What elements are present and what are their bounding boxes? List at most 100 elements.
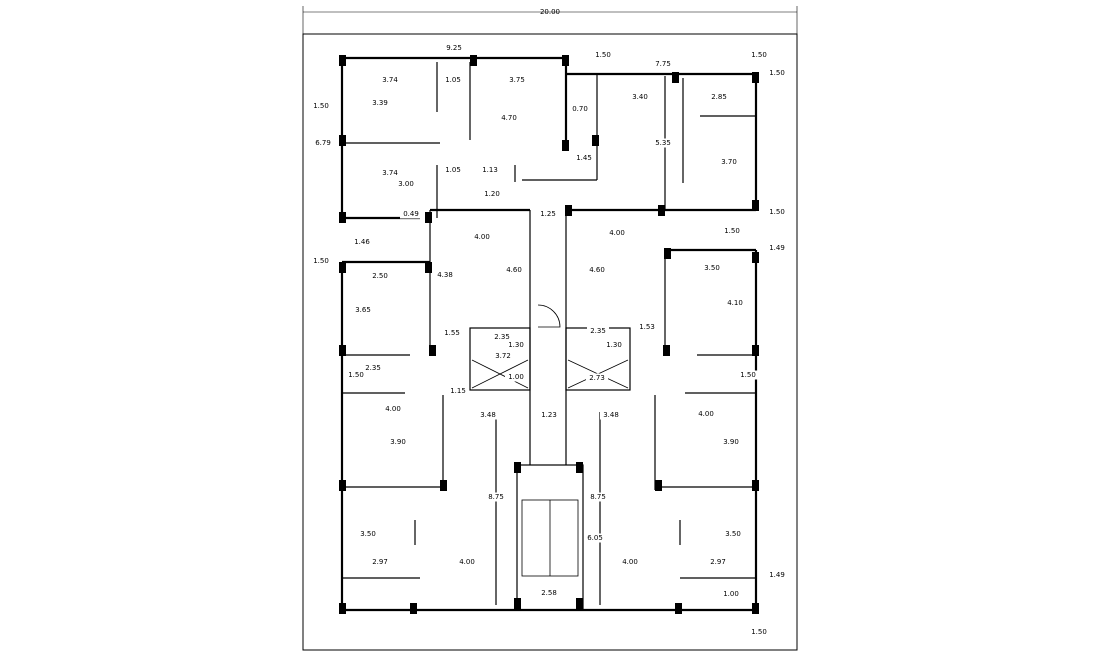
structural-column — [752, 200, 759, 211]
dimension-label-bg — [718, 157, 740, 167]
dimension-label: 1.50 — [751, 51, 767, 59]
walls — [340, 56, 758, 612]
dimension-label: 4.00 — [474, 233, 490, 241]
dimension-label: 0.49 — [403, 210, 419, 218]
dimension-label-bg — [701, 263, 723, 273]
dimension-label: 6.05 — [587, 534, 603, 542]
dimension-label-bg — [442, 165, 464, 175]
dimension-label: 3.70 — [721, 158, 737, 166]
dimension-label-bg — [587, 326, 609, 336]
dimension-label-bg — [310, 101, 332, 111]
dimension-label-bg — [737, 370, 759, 380]
dimension-label: 1.20 — [484, 190, 500, 198]
columns — [339, 55, 759, 614]
dimension-label: 1.05 — [445, 76, 461, 84]
overall-width-label: 20.00 — [540, 8, 560, 16]
dimension-label: 4.60 — [506, 266, 522, 274]
dimension-label-bg — [351, 237, 373, 247]
dimension-label-bg — [485, 492, 507, 502]
dimension-label-bg — [395, 179, 417, 189]
dimension-label: 2.58 — [541, 589, 557, 597]
dimension-label: 1.50 — [595, 51, 611, 59]
structural-column — [425, 262, 432, 273]
dimension-label: 4.00 — [698, 410, 714, 418]
dimension-label-bg — [766, 243, 788, 253]
dimension-label-bg — [538, 410, 560, 420]
dimension-label: 6.79 — [315, 139, 331, 147]
dimension-label: 4.70 — [501, 114, 517, 122]
dimension-label: 4.38 — [437, 271, 453, 279]
structural-column — [576, 462, 583, 473]
dimension-label: 2.97 — [710, 558, 726, 566]
dimension-label-bg — [766, 207, 788, 217]
structural-column — [565, 205, 572, 216]
structural-column — [470, 55, 477, 66]
structural-column — [562, 55, 569, 66]
dimension-label: 3.40 — [632, 93, 648, 101]
drawing-frame — [302, 33, 798, 651]
dimension-label-bg — [720, 437, 742, 447]
dimension-label: 3.50 — [704, 264, 720, 272]
dimension-label-bg — [707, 557, 729, 567]
dimension-label: 4.00 — [622, 558, 638, 566]
dimension-label-bg — [584, 533, 606, 543]
structural-column — [514, 462, 521, 473]
dimension-label: 1.50 — [751, 628, 767, 636]
dimension-label: 2.50 — [372, 272, 388, 280]
dimension-label-bg — [481, 189, 503, 199]
dimension-label: 1.50 — [740, 371, 756, 379]
structural-column — [339, 603, 346, 614]
dimension-label: 4.10 — [727, 299, 743, 307]
dimension-label-bg — [538, 588, 560, 598]
dimension-label-bg — [721, 226, 743, 236]
structural-column — [339, 55, 346, 66]
dimension-label: 1.13 — [482, 166, 498, 174]
dimension-label: 5.35 — [655, 139, 671, 147]
dimension-label-bg — [573, 153, 595, 163]
dimension-label: 1.30 — [508, 341, 524, 349]
dimension-label: 1.50 — [769, 208, 785, 216]
dimension-label-bg — [498, 113, 520, 123]
dimension-label-bg — [479, 165, 501, 175]
dimension-label: 8.75 — [488, 493, 504, 501]
dimension-label-bg — [400, 209, 422, 219]
dimension-label: 7.75 — [655, 60, 671, 68]
dimension-label-bg — [447, 386, 469, 396]
structural-column — [339, 262, 346, 273]
dimension-label-bg — [722, 529, 744, 539]
dimension-label: 3.50 — [725, 530, 741, 538]
dimension-label: 2.35 — [494, 333, 510, 341]
structural-column — [339, 135, 346, 146]
dimension-label-bg — [369, 271, 391, 281]
structural-column — [339, 345, 346, 356]
structural-column — [672, 72, 679, 83]
structural-column — [658, 205, 665, 216]
dimension-label: 3.75 — [509, 76, 525, 84]
dimension-label-bg — [379, 168, 401, 178]
dimension-label-bg — [379, 75, 401, 85]
door-swing — [537, 304, 561, 328]
dimension-label: 3.48 — [480, 411, 496, 419]
dimension-label-bg — [456, 557, 478, 567]
dimension-label: 1.00 — [723, 590, 739, 598]
dimension-label-bg — [352, 305, 374, 315]
structural-column — [752, 252, 759, 263]
dimension-label: 3.74 — [382, 76, 398, 84]
dimension-label: 1.00 — [508, 373, 524, 381]
dimension-label-bg — [310, 256, 332, 266]
dimension-label: 3.90 — [390, 438, 406, 446]
structural-column — [514, 598, 521, 609]
dimension-label: 2.35 — [590, 327, 606, 335]
dimension-label: 1.30 — [606, 341, 622, 349]
dimension-label: 1.50 — [769, 69, 785, 77]
dimension-label-bg — [600, 410, 622, 420]
dimension-label-bg — [766, 68, 788, 78]
dimension-label-bg — [312, 138, 334, 148]
dimension-label: 3.39 — [372, 99, 388, 107]
dimension-label: 1.05 — [445, 166, 461, 174]
structural-column — [752, 72, 759, 83]
dimension-label: 1.46 — [354, 238, 370, 246]
dimension-label-bg — [362, 363, 384, 373]
structural-column — [664, 248, 671, 259]
